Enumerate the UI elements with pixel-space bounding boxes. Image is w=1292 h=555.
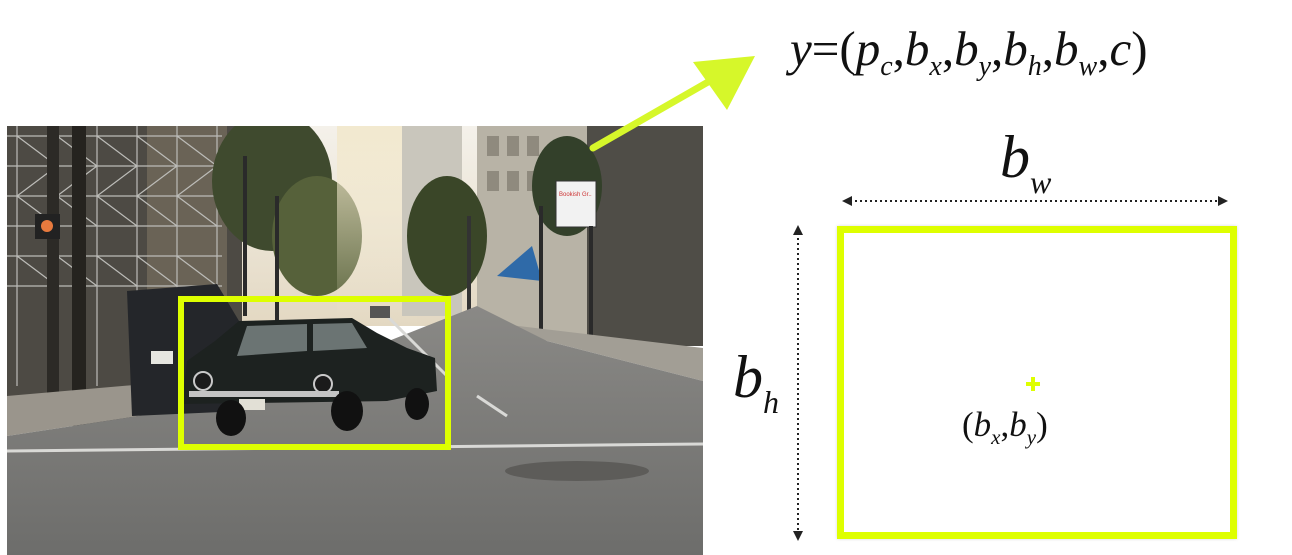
formula-term-bx: bx [904, 21, 942, 82]
output-vector-formula: y=(pc,bx,by,bh,bw,c) [790, 21, 1148, 82]
dark-building [587, 126, 703, 346]
formula-lhs: y [790, 21, 812, 76]
formula-term-by: by [954, 21, 992, 82]
height-dimension-arrow [793, 225, 803, 541]
center-plus-icon [1026, 377, 1040, 391]
pole [47, 126, 59, 406]
formula-equals: = [811, 21, 840, 76]
bounding-box [837, 226, 1237, 539]
blue-awning [497, 246, 542, 281]
formula-term-bh: bh [1003, 21, 1042, 82]
formula-open-paren: ( [839, 21, 856, 76]
arrow-icon [589, 56, 755, 152]
formula-term-pc: pc [855, 21, 893, 82]
street-scene-image: Bookish Gr.. [7, 126, 703, 555]
road [7, 306, 703, 555]
traffic-signal [41, 220, 53, 232]
vintage-car [182, 318, 437, 436]
width-label: bw [1000, 124, 1052, 200]
height-label: bh [733, 344, 779, 420]
formula-term-bw: bw [1054, 21, 1098, 82]
street-sign [555, 180, 597, 228]
center-coordinate-label: (bx,by) [962, 405, 1048, 449]
formula-term-c: c [1109, 21, 1132, 76]
car-bounding-box [178, 296, 451, 450]
width-dimension-arrow [842, 196, 1228, 206]
street-photo: Bookish Gr.. [7, 126, 703, 555]
formula-close-paren: ) [1131, 21, 1148, 76]
sign-text: Bookish Gr.. [559, 192, 592, 198]
